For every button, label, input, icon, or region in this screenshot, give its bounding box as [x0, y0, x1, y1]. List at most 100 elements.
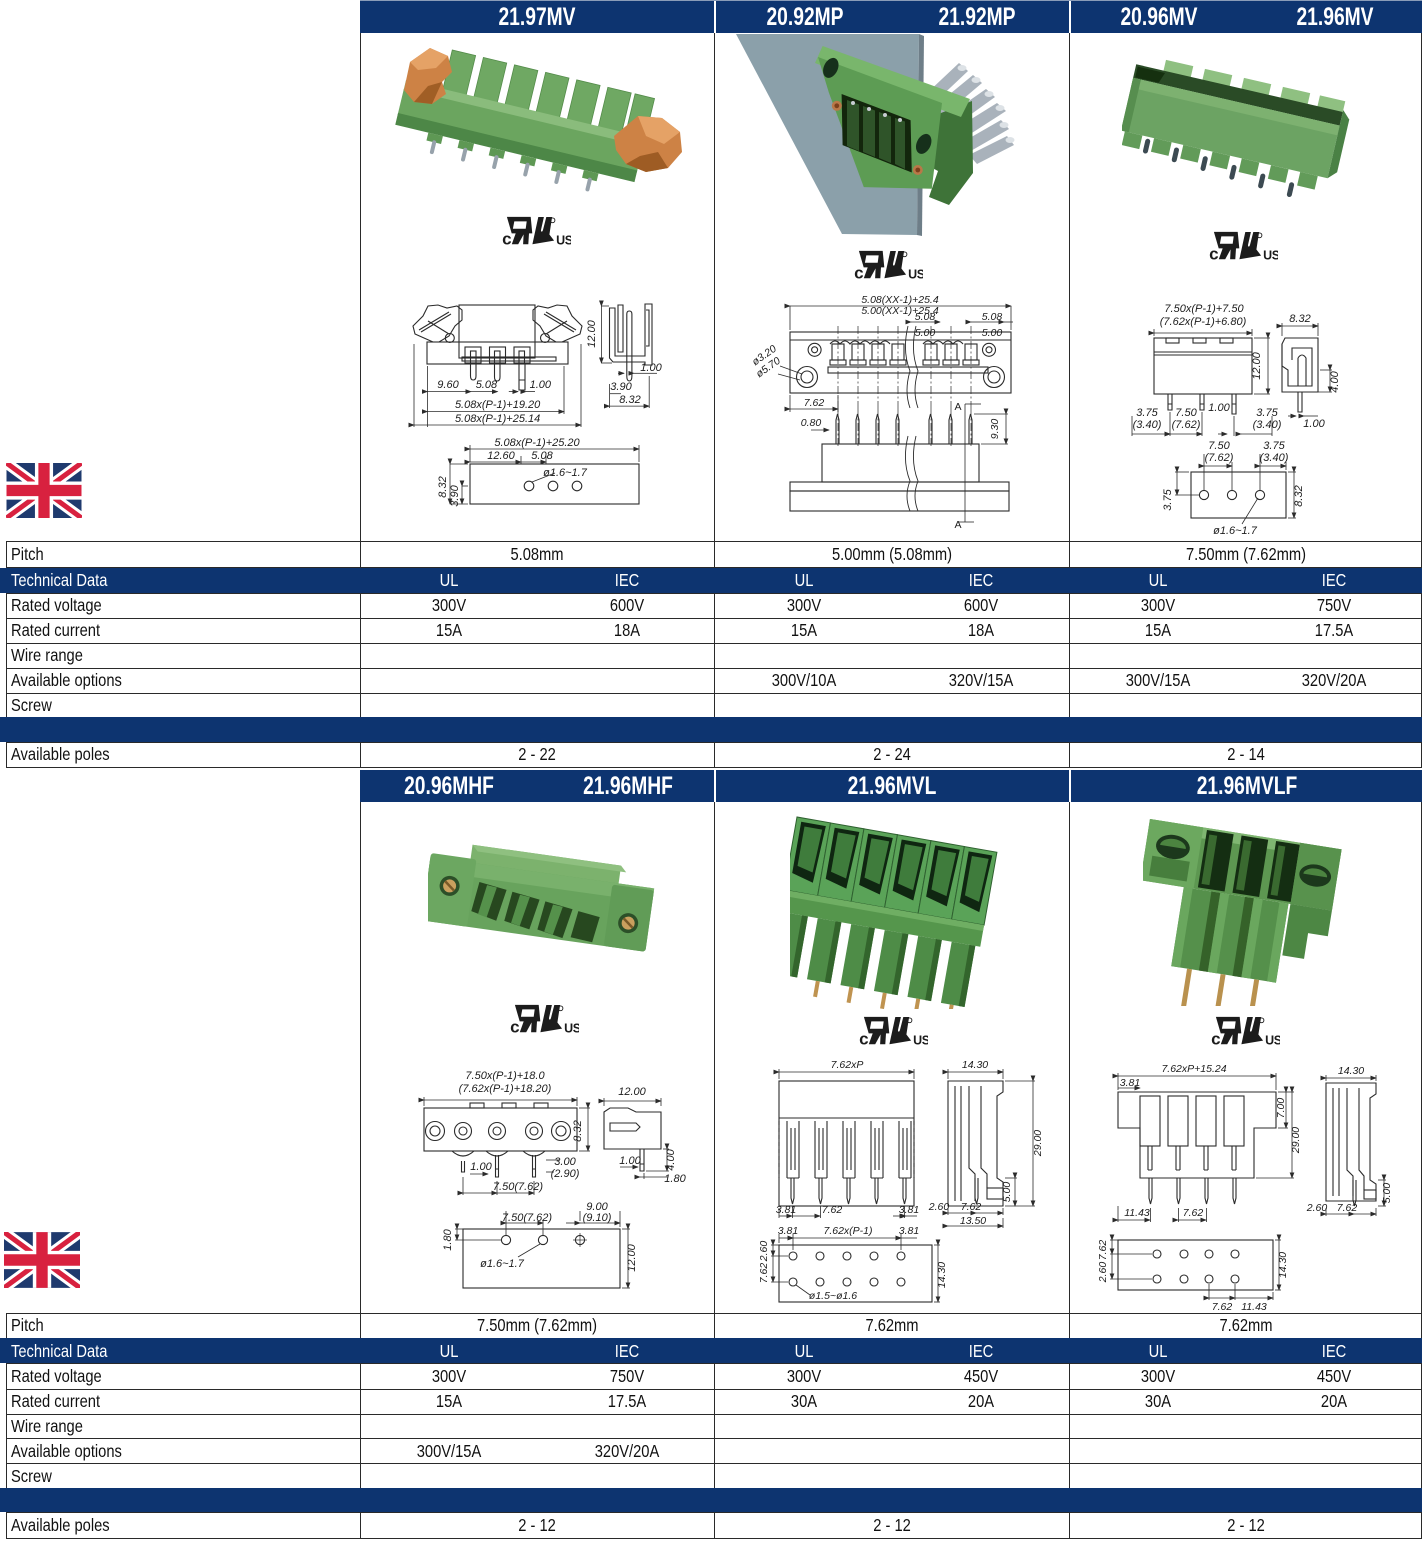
svg-text:5.08: 5.08 — [476, 379, 498, 391]
svg-text:5.08x(P-1)+25.14: 5.08x(P-1)+25.14 — [455, 413, 540, 425]
svg-text:3.75: 3.75 — [1162, 488, 1174, 510]
svg-text:(9.10): (9.10) — [583, 1212, 612, 1224]
svg-text:7.62: 7.62 — [822, 1204, 843, 1216]
svg-text:2.60: 2.60 — [758, 1241, 770, 1263]
svg-text:7.62: 7.62 — [1212, 1301, 1233, 1313]
svg-text:1.00: 1.00 — [470, 1161, 492, 1173]
svg-text:7.50x(P-1)+18.0: 7.50x(P-1)+18.0 — [465, 1070, 545, 1082]
svg-text:12.60: 12.60 — [487, 450, 515, 462]
svg-text:ø1.5~ø1.6: ø1.5~ø1.6 — [809, 1290, 857, 1302]
svg-text:7.62xP+15.24: 7.62xP+15.24 — [1161, 1063, 1226, 1075]
svg-text:9.60: 9.60 — [437, 379, 459, 391]
svg-text:7.62: 7.62 — [961, 1201, 982, 1213]
svg-text:3.81: 3.81 — [899, 1204, 919, 1216]
svg-text:8.32: 8.32 — [572, 1120, 584, 1141]
svg-text:14.30: 14.30 — [1338, 1065, 1364, 1077]
svg-text:1.00: 1.00 — [1303, 418, 1325, 430]
svg-text:12.00: 12.00 — [626, 1243, 638, 1271]
svg-text:3.75: 3.75 — [1263, 440, 1285, 452]
svg-text:US: US — [556, 234, 571, 248]
svg-text:29.00: 29.00 — [1032, 1130, 1044, 1157]
svg-text:US: US — [1263, 249, 1278, 263]
svg-text:5.00: 5.00 — [982, 327, 1003, 339]
svg-text:5.08: 5.08 — [531, 450, 553, 462]
svg-text:5.08: 5.08 — [982, 311, 1003, 323]
svg-text:7.50: 7.50 — [1208, 440, 1230, 452]
svg-text:12.00: 12.00 — [1251, 351, 1263, 379]
svg-text:1.00: 1.00 — [1208, 402, 1230, 414]
svg-text:8.32: 8.32 — [1293, 485, 1305, 506]
svg-text:13.50: 13.50 — [960, 1215, 986, 1227]
svg-text:1.00: 1.00 — [619, 1155, 641, 1167]
svg-text:5.08x(P-1)+19.20: 5.08x(P-1)+19.20 — [455, 399, 541, 411]
svg-text:3.81: 3.81 — [899, 1225, 919, 1237]
svg-text:11.43: 11.43 — [1124, 1207, 1150, 1219]
svg-text:US: US — [1265, 1034, 1280, 1048]
svg-text:7.50(7.62): 7.50(7.62) — [493, 1181, 543, 1193]
svg-text:(7.62): (7.62) — [1172, 419, 1201, 431]
svg-text:4.00: 4.00 — [1329, 370, 1341, 392]
svg-text:7.00: 7.00 — [1275, 1098, 1287, 1119]
svg-text:7.50: 7.50 — [1175, 407, 1197, 419]
svg-text:2.60: 2.60 — [1306, 1202, 1328, 1214]
svg-text:12.00: 12.00 — [618, 1086, 646, 1098]
svg-text:3.90: 3.90 — [610, 381, 632, 393]
svg-text:8.32: 8.32 — [619, 394, 640, 406]
svg-text:7.50x(P-1)+7.50: 7.50x(P-1)+7.50 — [1164, 303, 1244, 315]
svg-text:7.62x(P-1): 7.62x(P-1) — [823, 1225, 872, 1237]
svg-text:9.30: 9.30 — [989, 419, 1001, 440]
svg-text:1.80: 1.80 — [442, 1228, 454, 1250]
svg-text:c: c — [859, 1030, 868, 1049]
svg-text:7.62: 7.62 — [804, 397, 825, 409]
svg-text:14.30: 14.30 — [936, 1262, 948, 1288]
svg-text:7.62: 7.62 — [1097, 1240, 1109, 1261]
svg-text:c: c — [1209, 245, 1218, 264]
svg-text:A: A — [954, 519, 961, 531]
svg-text:5.00: 5.00 — [915, 327, 936, 339]
svg-text:3.75: 3.75 — [1136, 407, 1158, 419]
svg-text:1.00: 1.00 — [530, 379, 552, 391]
svg-text:4.00: 4.00 — [665, 1148, 677, 1170]
svg-text:A: A — [954, 401, 961, 413]
svg-text:c: c — [854, 264, 863, 283]
svg-text:7.62: 7.62 — [1183, 1207, 1204, 1219]
svg-text:3.81: 3.81 — [1120, 1077, 1140, 1089]
svg-text:9.00: 9.00 — [586, 1201, 608, 1213]
svg-text:3.81: 3.81 — [778, 1225, 798, 1237]
svg-text:8.32: 8.32 — [437, 476, 449, 497]
svg-text:5.08(XX-1)+25.4: 5.08(XX-1)+25.4 — [861, 294, 939, 306]
svg-text:US: US — [913, 1034, 928, 1048]
svg-text:c: c — [510, 1018, 519, 1037]
svg-text:5.08: 5.08 — [915, 311, 936, 323]
svg-text:(3.40): (3.40) — [1260, 452, 1289, 464]
svg-text:7.62xP: 7.62xP — [831, 1059, 864, 1071]
svg-text:29.00: 29.00 — [1290, 1127, 1302, 1154]
svg-text:ø1.6~1.7: ø1.6~1.7 — [1213, 525, 1258, 537]
svg-text:ø1.6~1.7: ø1.6~1.7 — [543, 467, 588, 479]
svg-text:c: c — [502, 230, 511, 249]
svg-text:US: US — [564, 1022, 579, 1036]
svg-text:US: US — [908, 268, 923, 282]
svg-text:(2.90): (2.90) — [551, 1168, 580, 1180]
svg-text:(3.40): (3.40) — [1133, 419, 1162, 431]
svg-text:2.60: 2.60 — [1097, 1262, 1109, 1284]
svg-text:3.75: 3.75 — [1256, 407, 1278, 419]
svg-text:1.00: 1.00 — [640, 362, 662, 374]
svg-text:(7.62): (7.62) — [1205, 452, 1234, 464]
svg-text:0.80: 0.80 — [801, 417, 822, 429]
svg-text:7.50(7.62): 7.50(7.62) — [502, 1212, 552, 1224]
svg-text:c: c — [1211, 1030, 1220, 1049]
svg-text:5.00: 5.00 — [1381, 1183, 1393, 1204]
svg-text:11.43: 11.43 — [1241, 1301, 1267, 1313]
svg-text:(3.40): (3.40) — [1253, 419, 1282, 431]
svg-text:5.08x(P-1)+25.20: 5.08x(P-1)+25.20 — [494, 437, 580, 449]
svg-text:5.00: 5.00 — [1001, 1182, 1013, 1203]
svg-text:3.00: 3.00 — [554, 1156, 576, 1168]
svg-text:(7.62x(P-1)+18.20): (7.62x(P-1)+18.20) — [459, 1083, 552, 1095]
svg-text:7.62: 7.62 — [1337, 1202, 1358, 1214]
svg-text:1.80: 1.80 — [664, 1173, 686, 1185]
svg-text:ø1.6~1.7: ø1.6~1.7 — [480, 1258, 525, 1270]
svg-text:3.81: 3.81 — [776, 1204, 796, 1216]
svg-text:2.60: 2.60 — [928, 1201, 950, 1213]
svg-text:12.00: 12.00 — [586, 319, 598, 347]
